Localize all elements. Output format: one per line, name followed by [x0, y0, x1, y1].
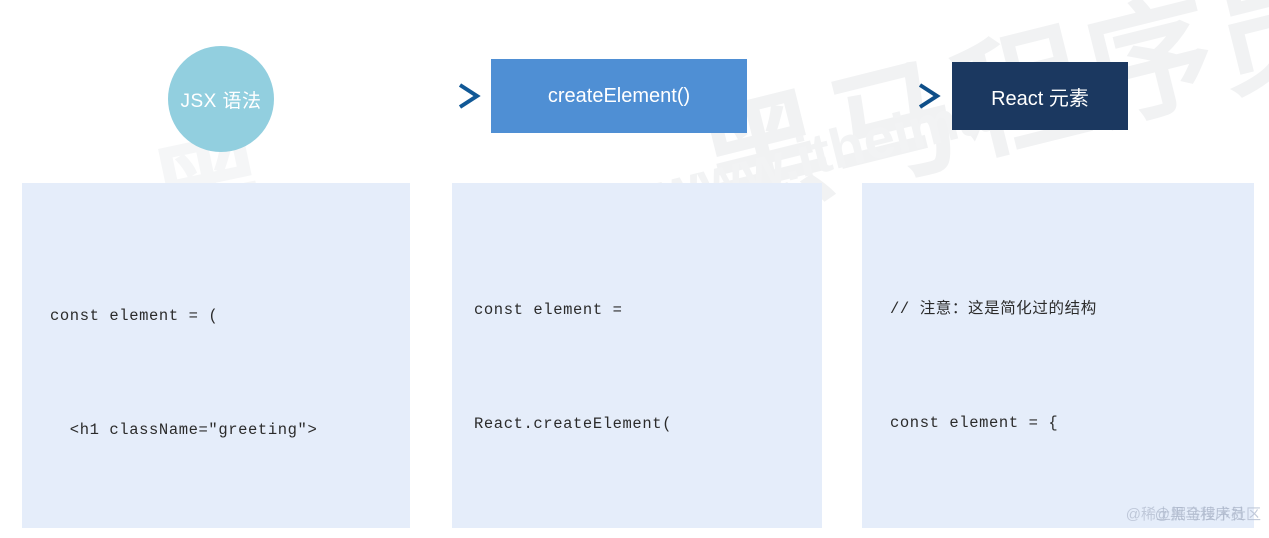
code-panel-group: const element = ( <h1 className="greetin… [0, 183, 1269, 528]
code-line: React.createElement( [474, 415, 673, 433]
code-line: // 注意：这是简化过的结构 [890, 300, 1097, 318]
code-block-jsx-source: const element = ( <h1 className="greetin… [22, 183, 410, 528]
code-line: const element = [474, 301, 623, 319]
code-line: const element = ( [50, 307, 219, 325]
node-react-element-label: React 元素 [991, 87, 1089, 110]
code-line: Hello JSX! [50, 525, 410, 528]
node-react-element: React 元素 [952, 62, 1128, 130]
node-createelement-label: createElement() [547, 84, 691, 107]
code-block-react-element-object: // 注意：这是简化过的结构 const element = { type: '… [862, 183, 1254, 528]
node-jsx-syntax: JSX 语法 [168, 46, 274, 152]
code-line: type: 'h1', [890, 518, 1254, 528]
code-line: <h1 className="greeting"> [50, 421, 318, 439]
code-panel-createelement-source: const element = React.createElement( 'h1… [452, 183, 822, 528]
code-block-createelement-source: const element = React.createElement( 'h1… [452, 183, 822, 528]
flow-diagram: JSX 语法 createElement() [0, 0, 1269, 180]
arrow-createelement-to-react-element [757, 83, 941, 109]
node-jsx-syntax-label: JSX 语法 [180, 90, 262, 112]
code-line: 'h1', [474, 519, 822, 528]
code-panel-jsx-source: const element = ( <h1 className="greetin… [22, 183, 410, 528]
code-panel-react-element-object: // 注意：这是简化过的结构 const element = { type: '… [862, 183, 1254, 528]
code-line: const element = { [890, 414, 1059, 432]
node-createelement: createElement() [491, 59, 747, 133]
arrow-jsx-to-createelement [297, 83, 481, 109]
